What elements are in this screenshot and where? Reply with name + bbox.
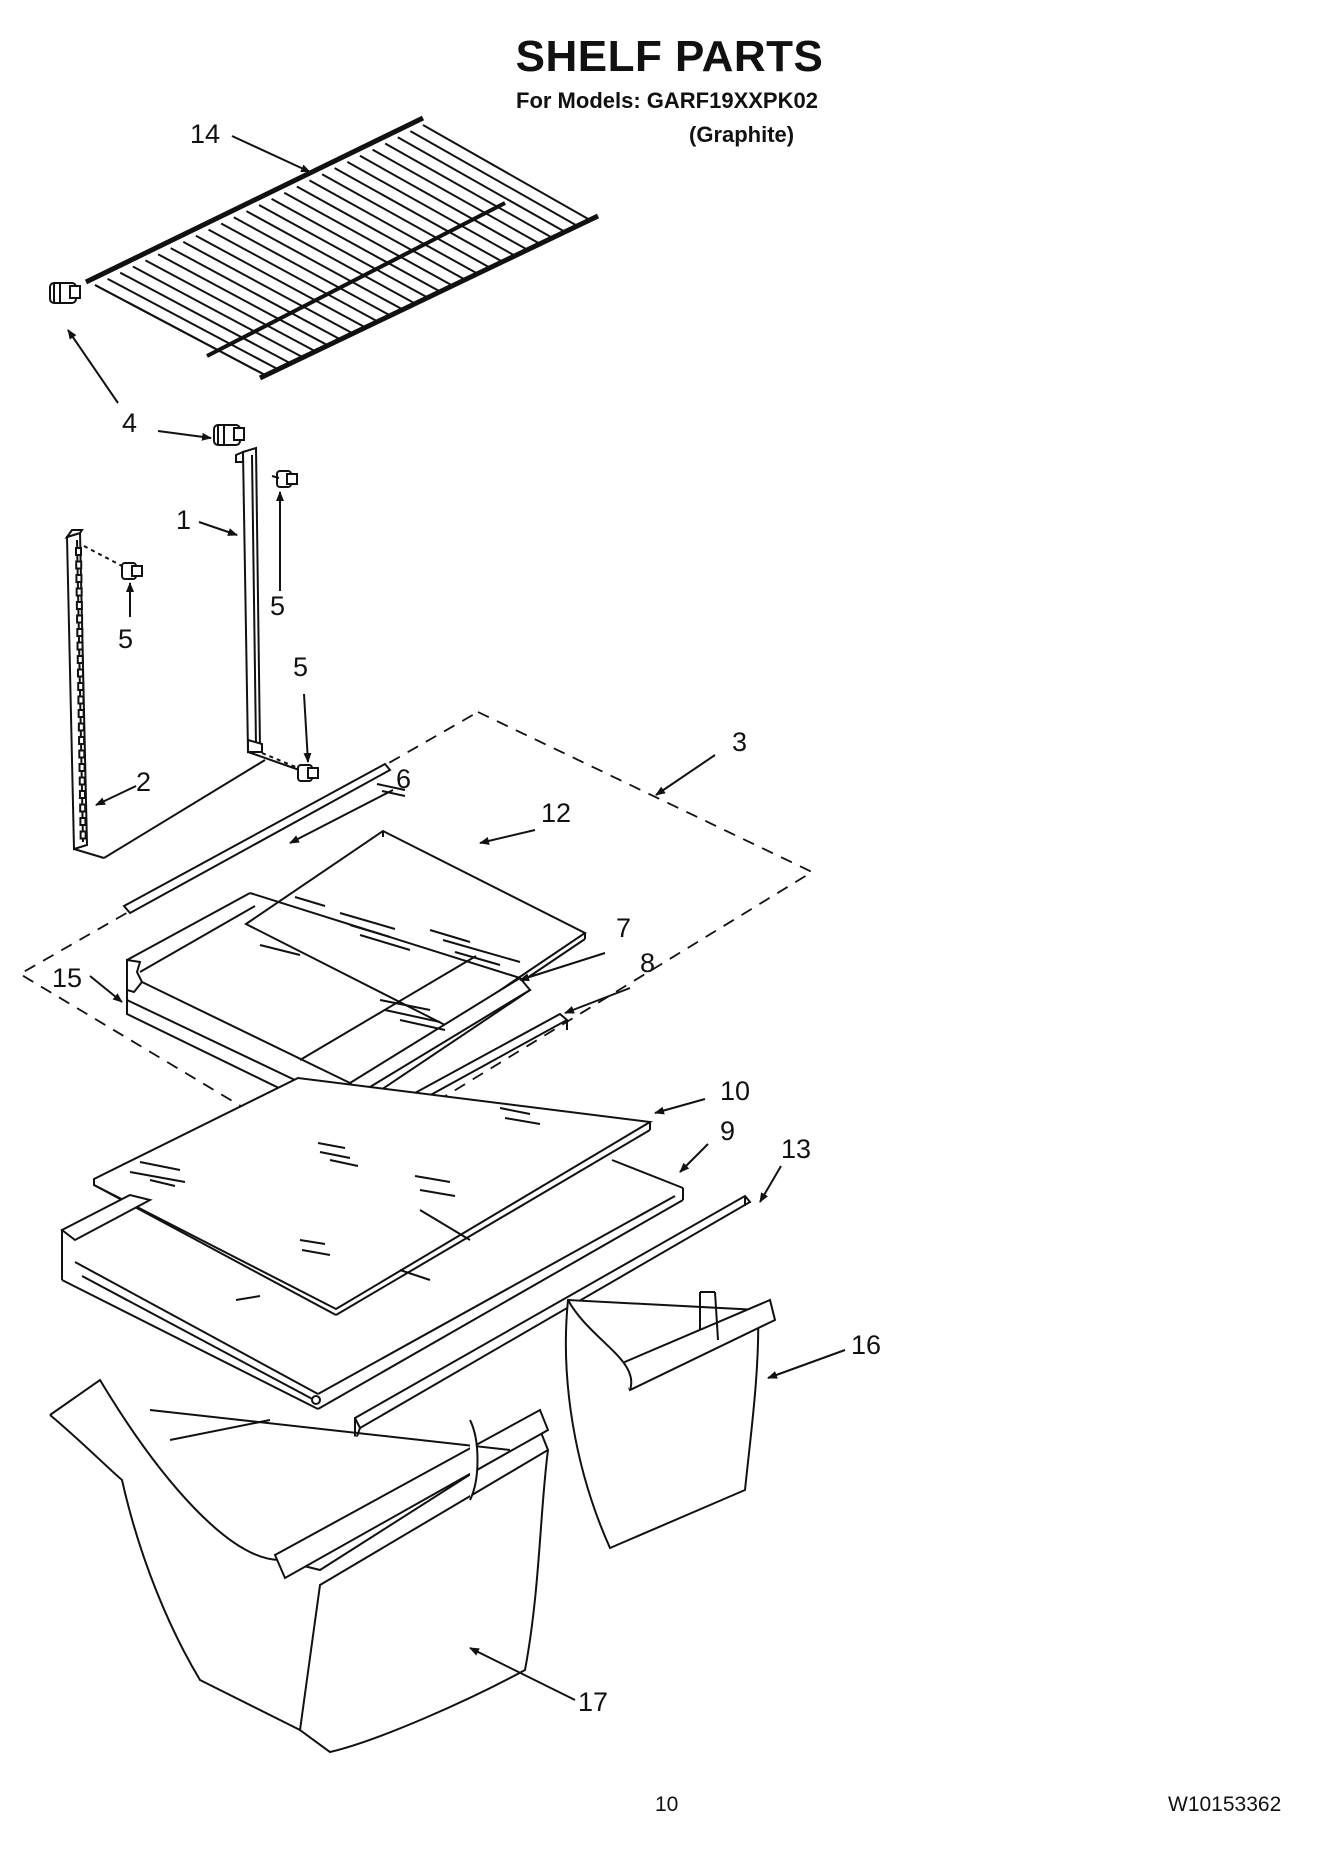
wire-rod [233,216,403,311]
callout-5-lower: 5 [293,652,308,682]
callout-15: 15 [52,963,82,993]
callout-6: 6 [396,764,411,794]
wire-rod [422,124,591,221]
rail-slot [78,749,86,759]
leader-lines [67,135,846,1701]
rail-slot [76,628,84,637]
crisper-drawer-large [49,1378,550,1754]
wire-rod [308,179,478,275]
screw-upper-right [271,470,298,488]
rail-slot [75,587,83,597]
model-number-line: For Models: GARF19XXPK02 [516,88,818,113]
rail-slot [78,763,86,772]
wire-rod [346,161,516,257]
wire-rod [132,265,303,358]
rail-slot [79,830,87,840]
wire-rod [372,148,541,245]
rail-slot [77,709,85,718]
rail-slots [75,547,87,840]
page-number: 10 [655,1793,679,1816]
rail-slot [75,560,83,570]
rail-slot [76,641,84,651]
callout-2: 2 [136,767,151,797]
wire-rod [321,173,491,269]
rail-slot [77,682,85,691]
crisper-frame [60,1159,684,1410]
rail-slot [76,614,84,624]
wire-rod [283,191,453,287]
wire-rod [195,234,366,329]
wire-rod [220,222,391,317]
crisper-drawer-small [564,1291,777,1550]
wire-rod [119,271,291,364]
rail-slot [77,695,85,705]
callout-5-left: 5 [118,624,133,654]
callout-14: 14 [190,119,220,149]
rail-slot [78,790,86,799]
wire-shelf [84,115,600,381]
color-variant-note: (Graphite) [689,122,795,147]
rail-slot [75,601,83,610]
screw-lower-right [261,752,319,782]
screw-left [83,545,143,580]
wire-rod [397,136,566,233]
callout-17: 17 [578,1687,608,1717]
callout-10: 10 [720,1076,750,1106]
wire-rod [359,154,528,251]
shelf-frame [122,762,532,1110]
callout-5-upper: 5 [270,591,285,621]
wire-rod [144,259,316,353]
wire-rod [245,210,416,305]
shelf-rail-left [64,529,266,859]
wire-rod [170,247,341,341]
callout-12: 12 [541,798,571,828]
rail-slot [77,722,85,732]
rail-slot [75,574,83,583]
wire-rods [94,124,591,376]
wire-rod [182,241,353,335]
wire-rod [258,204,428,299]
wire-rod [409,130,578,227]
rail-slot [79,817,87,826]
wire-rod [271,197,441,293]
rail-slot [76,655,84,664]
callout-16: 16 [851,1330,881,1360]
callout-13: 13 [781,1134,811,1164]
wire-rod [107,277,278,370]
wire-rod [296,185,466,281]
wire-rod [208,228,378,323]
wire-rod [94,284,266,376]
rail-slot [79,803,87,813]
document-number: W10153362 [1168,1793,1282,1816]
rail-slot [76,668,84,678]
callout-7: 7 [616,913,631,943]
wire-rod [384,142,553,239]
shelf-end-cap-right [213,424,245,446]
rail-slot [78,776,86,786]
callout-8: 8 [640,948,655,978]
wire-rod [157,253,328,347]
rail-slot [78,736,86,745]
callout-9: 9 [720,1116,735,1146]
callout-3: 3 [732,727,747,757]
shelf-end-cap-left [49,282,81,304]
shelf-rail-right [235,446,306,773]
callout-1: 1 [176,505,191,535]
callout-4: 4 [122,408,137,438]
wire-rod [334,167,503,263]
rail-slot [75,547,82,556]
crisper-cover-glass [93,1076,654,1316]
callout-labels: 14 4 1 5 5 5 2 3 6 12 7 8 15 10 9 13 16 … [52,119,881,1717]
page-title: SHELF PARTS [515,32,824,81]
